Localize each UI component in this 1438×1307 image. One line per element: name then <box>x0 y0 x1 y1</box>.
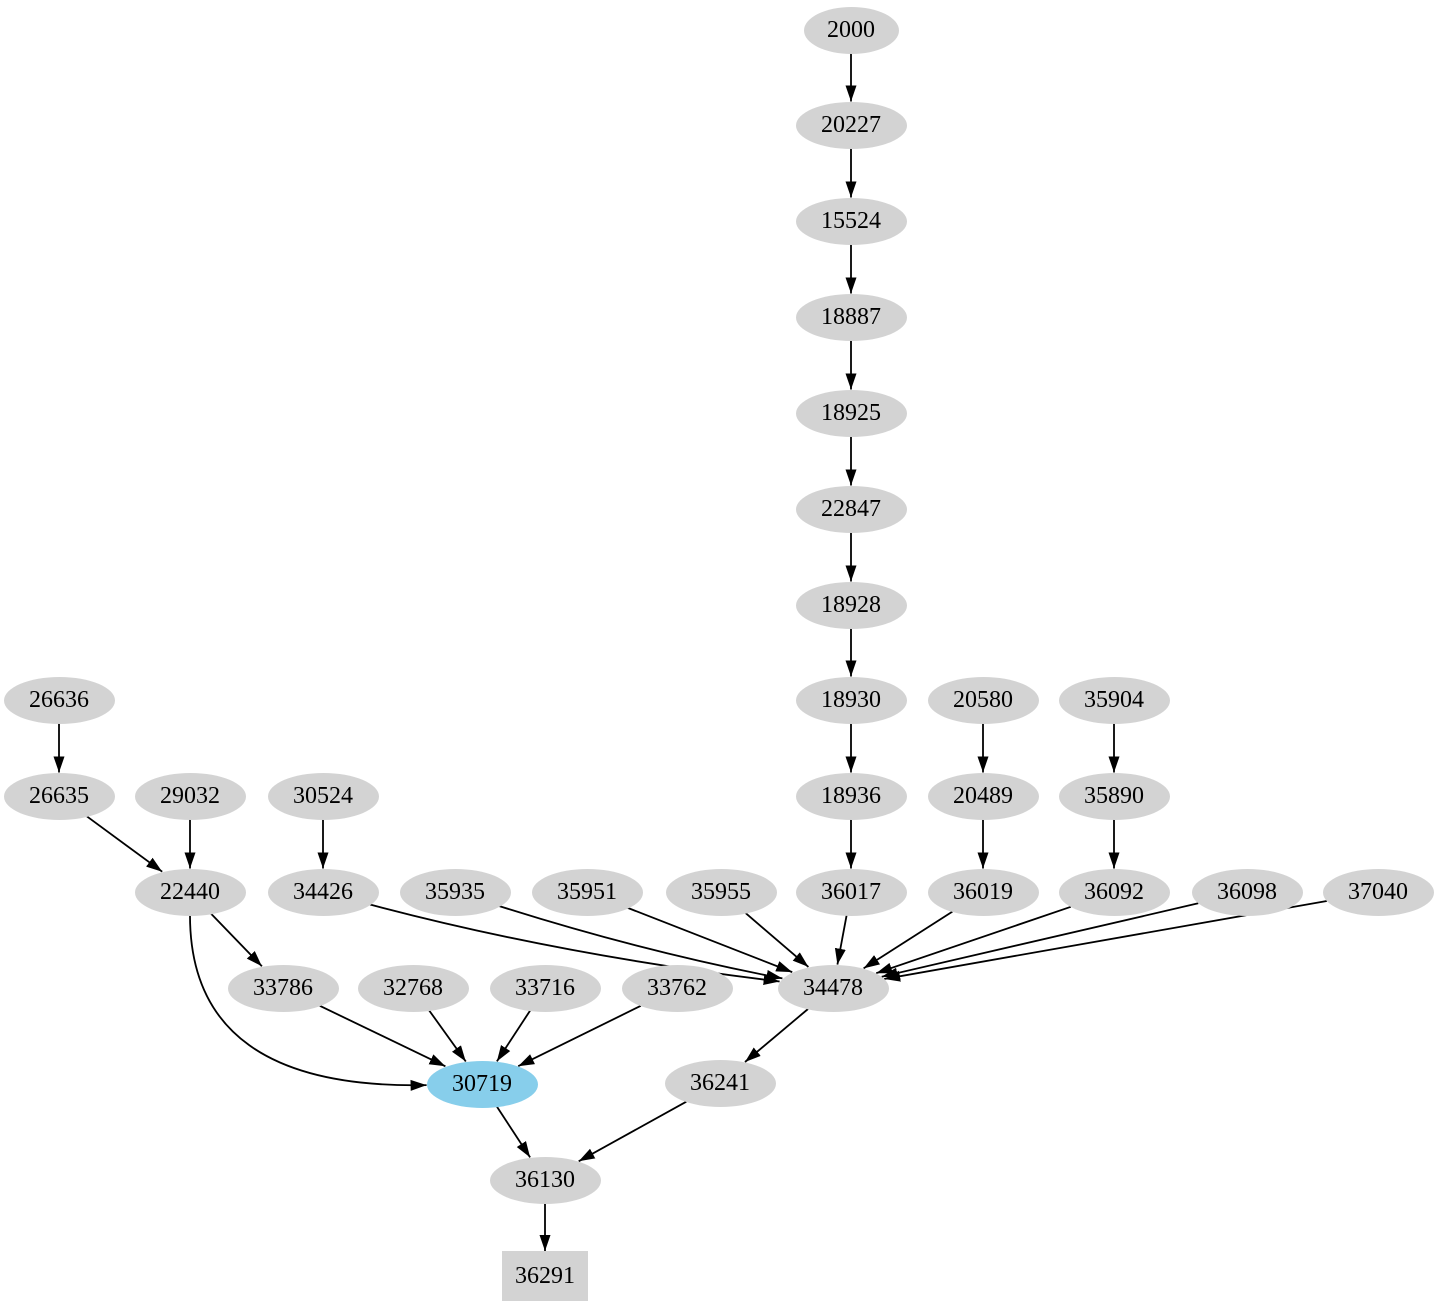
edge-22440-to-30719 <box>189 915 427 1091</box>
edge-36017-to-34478 <box>834 915 848 965</box>
graph-node-34426: 34426 <box>267 868 379 916</box>
edge-34478-to-36241 <box>744 1008 809 1063</box>
edge-33786-to-30719 <box>319 1004 446 1068</box>
graph-node-18930: 18930 <box>795 676 907 724</box>
edge-32768-to-30719 <box>428 1009 467 1063</box>
edge-26635-to-22440 <box>86 815 163 873</box>
graph-node-26635: 26635 <box>3 772 115 820</box>
graph-node-22440: 22440 <box>134 868 246 916</box>
graph-node-18887: 18887 <box>795 293 907 341</box>
graph-node-18928: 18928 <box>795 581 907 629</box>
edge-33716-to-30719 <box>496 1010 531 1062</box>
graph-node-36241: 36241 <box>664 1059 776 1107</box>
graph-node-33716: 33716 <box>489 964 601 1012</box>
graph-node-34478: 34478 <box>777 964 889 1012</box>
edge-36092-to-34478 <box>875 905 1072 975</box>
graph-node-35951: 35951 <box>531 868 643 916</box>
edge-36019-to-34478 <box>863 910 953 970</box>
edge-36098-to-34478 <box>881 902 1199 979</box>
graph-node-35890: 35890 <box>1058 772 1170 820</box>
graph-node-15524: 15524 <box>795 197 907 245</box>
graph-node-33786: 33786 <box>227 964 339 1012</box>
edge-36241-to-36130 <box>578 1100 687 1163</box>
graph-node-20489: 20489 <box>927 772 1039 820</box>
graph-node-36017: 36017 <box>795 868 907 916</box>
graph-node-30524: 30524 <box>267 772 379 820</box>
graph-node-35904: 35904 <box>1058 676 1170 724</box>
graph-node-36130: 36130 <box>489 1156 601 1204</box>
edge-35935-to-34478 <box>499 905 783 981</box>
graph-node-20580: 20580 <box>927 676 1039 724</box>
edge-33762-to-30719 <box>517 1004 642 1068</box>
edge-35951-to-34478 <box>627 907 793 973</box>
graph-node-29032: 29032 <box>134 772 246 820</box>
graph-node-20227: 20227 <box>795 101 907 149</box>
graph-node-18936: 18936 <box>795 772 907 820</box>
graph-node-26636: 26636 <box>3 676 115 724</box>
graph-node-33762: 33762 <box>621 964 733 1012</box>
graph-node-36291: 36291 <box>502 1251 588 1301</box>
graph-node-36098: 36098 <box>1191 868 1303 916</box>
graph-node-37040: 37040 <box>1322 868 1434 916</box>
graph-node-22847: 22847 <box>795 485 907 533</box>
graph-node-32768: 32768 <box>357 964 469 1012</box>
edge-35955-to-34478 <box>745 912 809 968</box>
graph-node-36092: 36092 <box>1058 868 1170 916</box>
graph-node-2000: 2000 <box>803 6 899 54</box>
edge-30719-to-36130 <box>496 1106 531 1158</box>
graph-node-36019: 36019 <box>927 868 1039 916</box>
edge-22440-to-33786 <box>210 913 263 967</box>
graph-node-35955: 35955 <box>665 868 777 916</box>
graph-node-30719: 30719 <box>426 1060 538 1108</box>
graph-node-35935: 35935 <box>399 868 511 916</box>
graph-node-18925: 18925 <box>795 389 907 437</box>
